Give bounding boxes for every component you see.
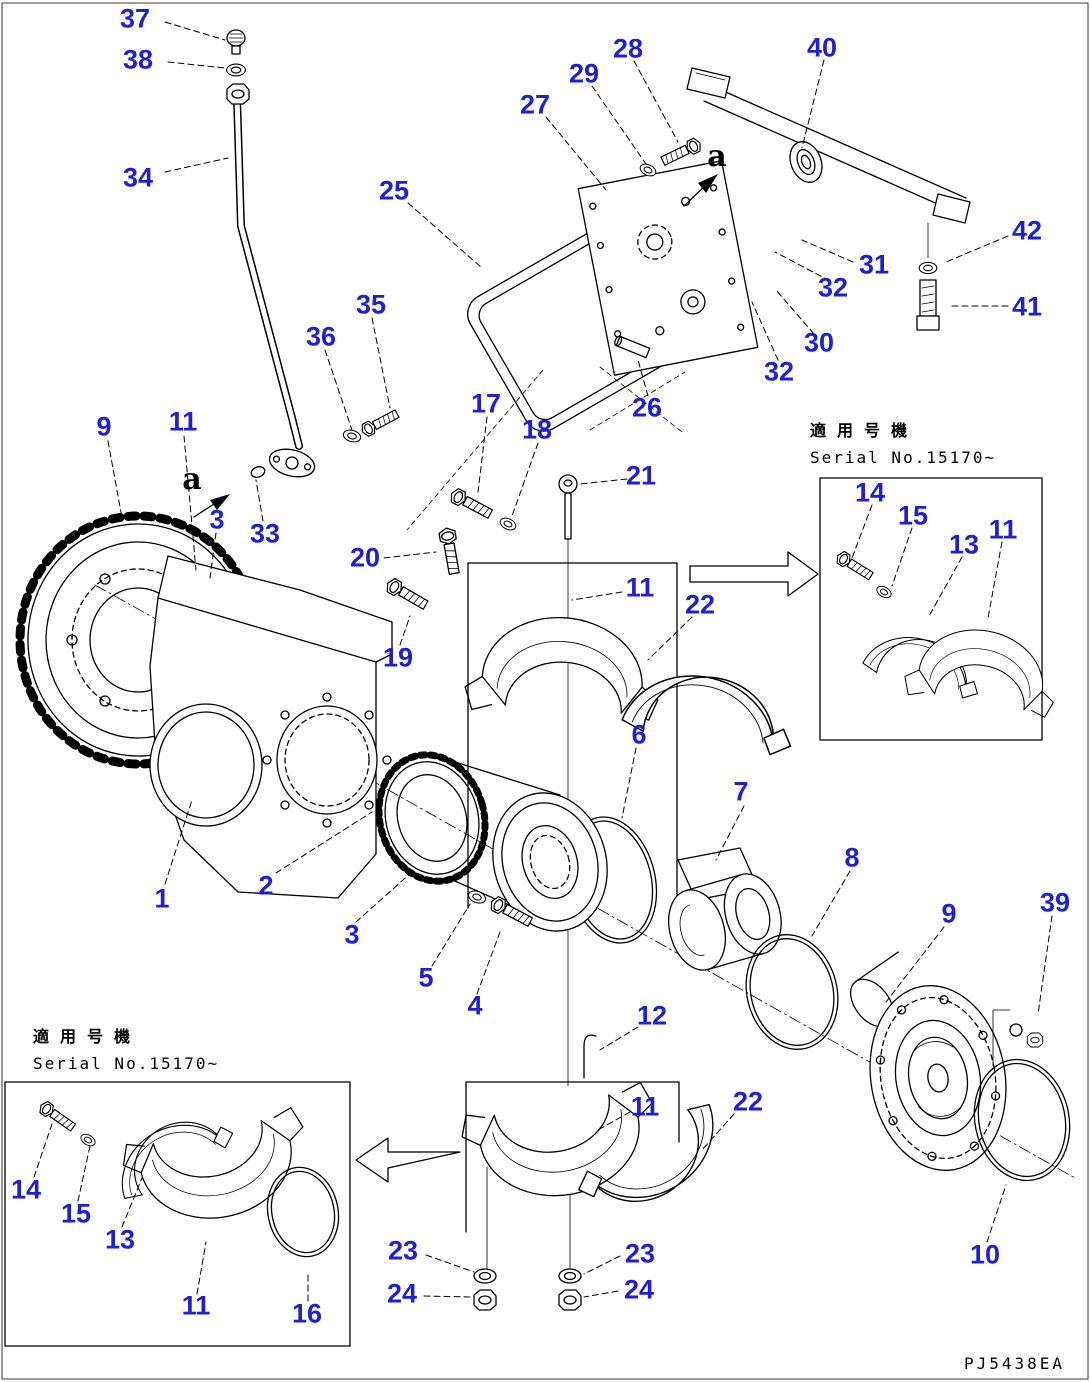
hub-drawing xyxy=(375,751,608,932)
bolt-41-drawing xyxy=(916,279,940,331)
leader-lines xyxy=(33,21,1053,1302)
bolt-19-drawing xyxy=(383,576,431,613)
serial-note-bottom-left: 適用号機 Serial No.15170~ xyxy=(33,1026,219,1076)
drawing-code: PJ5438EA xyxy=(964,1354,1066,1373)
bolt-20-drawing xyxy=(437,526,463,576)
washer-23-right-drawing xyxy=(558,1268,582,1284)
bolt-17-drawing xyxy=(447,486,495,522)
serial-note-number: Serial No.15170~ xyxy=(810,448,997,468)
view-marker-arrow-left xyxy=(193,494,230,518)
stud-lines xyxy=(486,1166,571,1269)
serial-note-top-right: 適用号機 Serial No.15170~ xyxy=(810,420,996,470)
lower-detail-box xyxy=(465,1081,680,1233)
carrier-drawing xyxy=(850,951,1011,1171)
arrow-to-left-inset xyxy=(355,1137,461,1183)
washer-23-left-drawing xyxy=(473,1268,497,1284)
serial-note-title: 適用号機 xyxy=(33,1027,142,1046)
pin-12-drawing xyxy=(583,1034,597,1079)
upper-half-ring-drawing xyxy=(619,659,802,763)
arrow-to-right-inset xyxy=(689,551,819,597)
washer-18-drawing xyxy=(497,515,519,533)
plug-33-drawing xyxy=(250,466,266,478)
final-drive-case-drawing xyxy=(149,555,393,899)
upper-detail-box xyxy=(467,562,678,909)
stud-26-drawing xyxy=(614,335,651,359)
bolt-28-drawing xyxy=(659,135,704,169)
view-marker-arrow-top xyxy=(683,174,718,207)
washer-5-drawing xyxy=(466,888,488,906)
inset-box-top-right xyxy=(819,477,1066,741)
fitting-39-drawing xyxy=(1009,1023,1044,1048)
o-ring-10-drawing xyxy=(973,1058,1071,1182)
dipstick-drawing xyxy=(558,474,578,540)
alignment-dashes xyxy=(406,366,686,531)
guard-bar-drawing xyxy=(686,67,971,331)
serial-note-number: Serial No.15170~ xyxy=(33,1054,220,1074)
fitting-35-drawing xyxy=(358,407,401,439)
coupling-drawing xyxy=(668,847,782,971)
nut-24-left-drawing xyxy=(473,1289,497,1311)
cover-plate-drawing xyxy=(577,160,759,376)
breather-tube-drawing xyxy=(226,29,316,478)
serial-note-title: 適用号機 xyxy=(810,421,919,440)
inset-box-bottom-left xyxy=(4,1081,351,1347)
washer-36-drawing xyxy=(341,427,363,445)
o-ring-8-drawing xyxy=(745,934,839,1050)
nut-24-right-drawing xyxy=(558,1289,582,1311)
